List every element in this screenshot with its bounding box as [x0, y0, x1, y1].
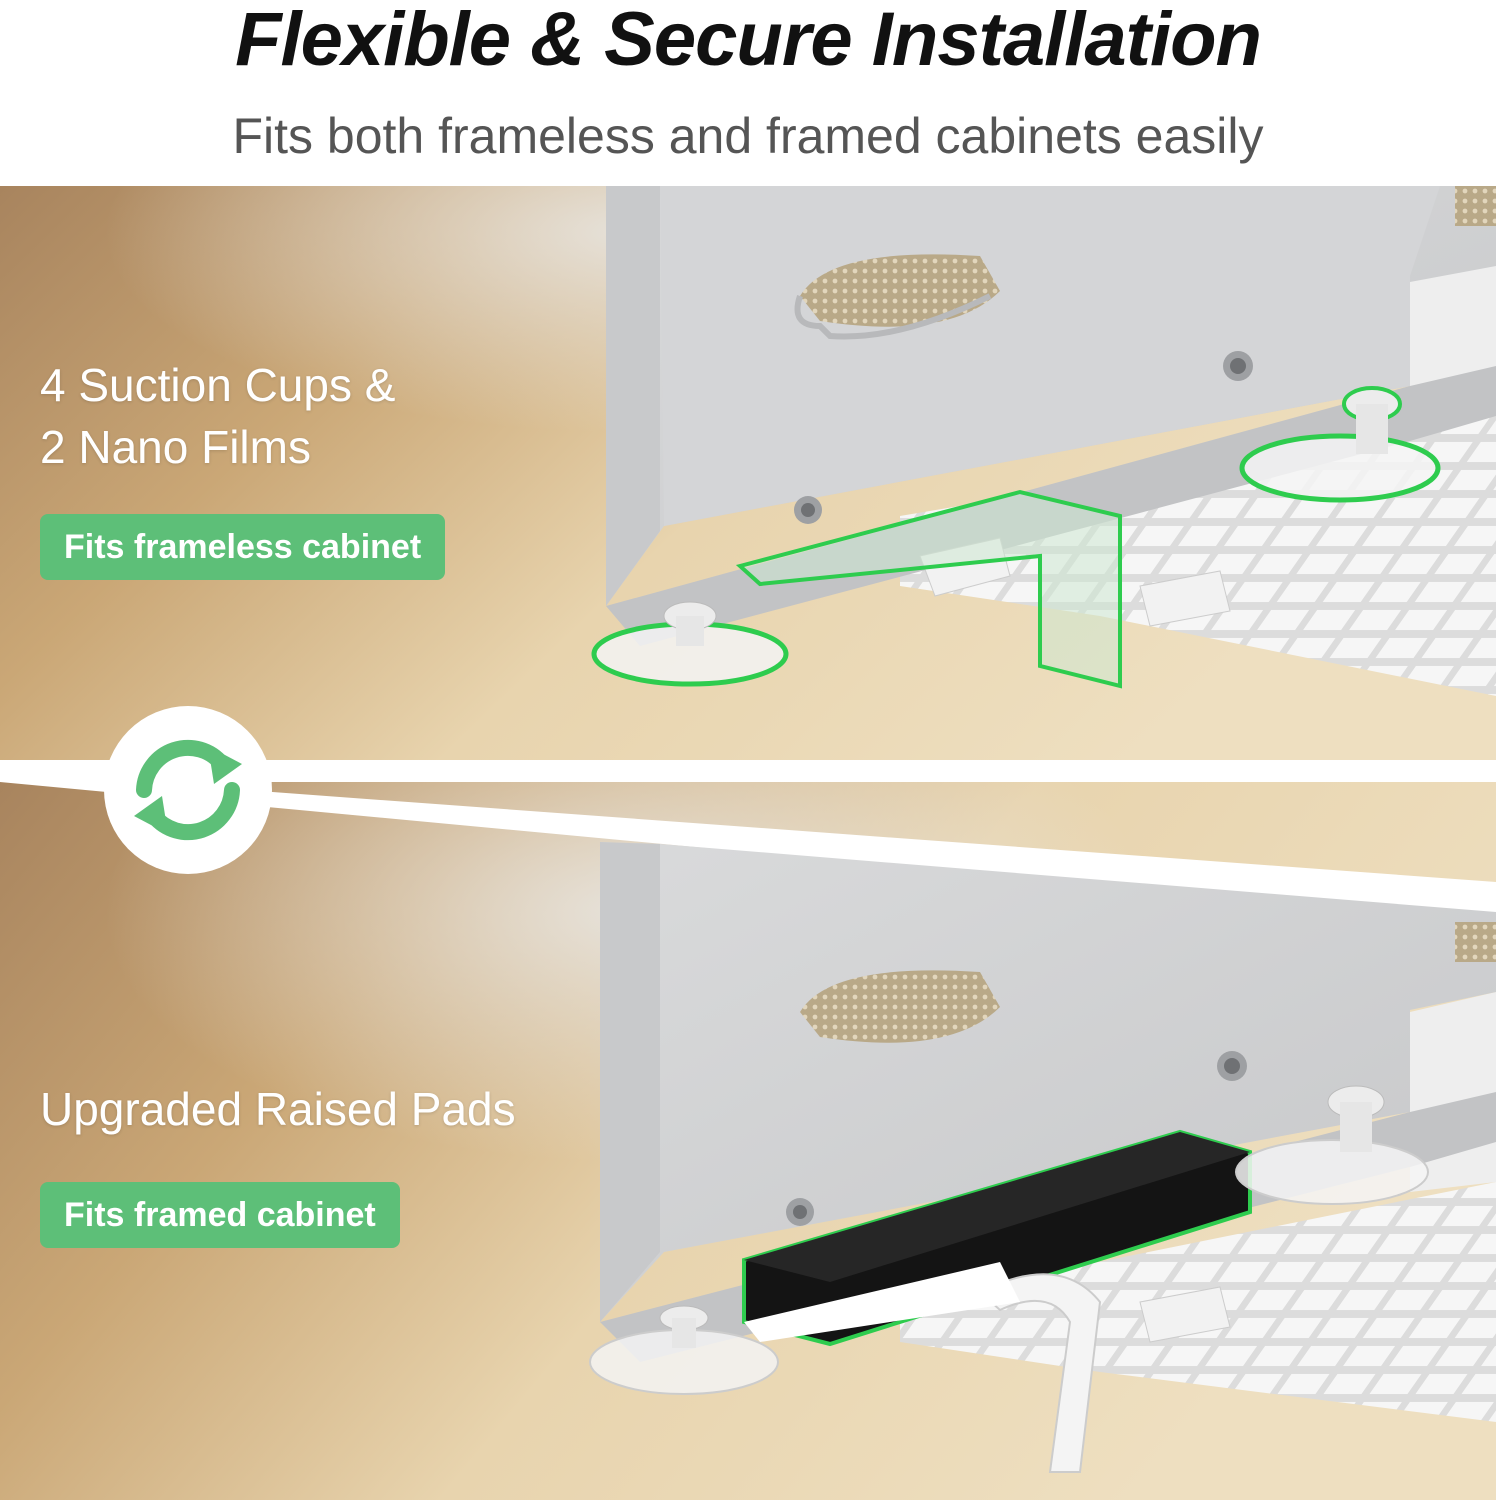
suction-cup-icon [1235, 1085, 1429, 1205]
page-subtitle: Fits both frameless and framed cabinets … [232, 108, 1264, 164]
framed-installation-panel: Upgraded Raised Pads Fits framed cabinet [0, 782, 1496, 1500]
feature-line-1: 4 Suction Cups & [40, 359, 396, 411]
circular-arrows-icon [134, 739, 242, 841]
suction-cup-icon [591, 601, 789, 687]
feature-line-2: 2 Nano Films [40, 421, 311, 473]
frameless-installation-illustration [0, 186, 1496, 760]
suction-cup-icon [589, 1305, 779, 1395]
frameless-installation-panel: 4 Suction Cups & 2 Nano Films Fits frame… [0, 186, 1496, 760]
framed-installation-illustration [0, 782, 1496, 1500]
page-title: Flexible & Secure Installation [235, 0, 1262, 82]
suction-cup-icon [1239, 386, 1441, 503]
feature-raised-pads: Upgraded Raised Pads [40, 1083, 516, 1135]
frameless-badge: Fits frameless cabinet [40, 514, 446, 580]
swap-badge [104, 706, 272, 874]
framed-badge: Fits framed cabinet [40, 1182, 400, 1248]
